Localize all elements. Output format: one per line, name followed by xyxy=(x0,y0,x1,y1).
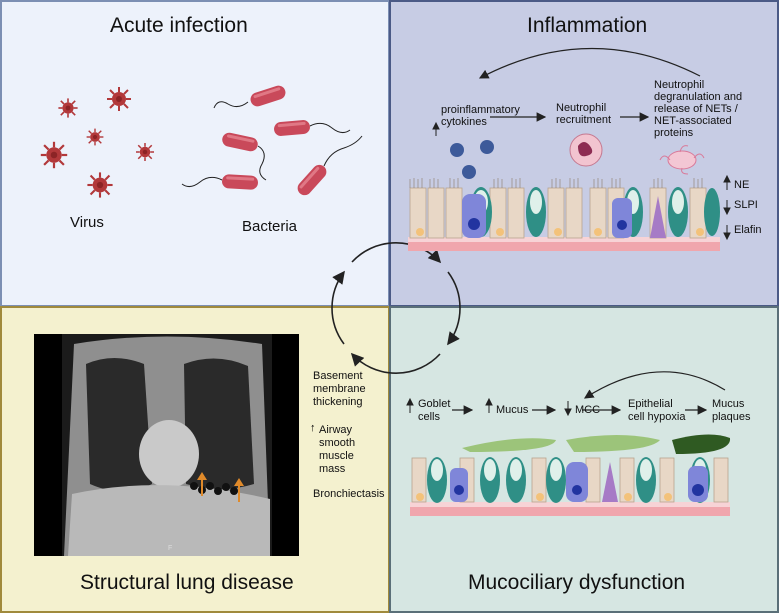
mucociliary-flow-arrows xyxy=(452,371,726,415)
neutrophil-icon xyxy=(569,133,603,167)
proinflammatory-cytokines-label: proinflammatory cytokines xyxy=(441,104,520,128)
acute-infection-title: Acute infection xyxy=(110,14,248,37)
basement-membrane-label: Basement membrane thickening xyxy=(313,370,366,408)
ct-scan-image: F xyxy=(34,334,299,556)
mucociliary-up-down-arrows xyxy=(406,397,572,417)
airway-smooth-muscle-label: Airway smooth muscle mass xyxy=(319,424,356,475)
ne-marker: NE xyxy=(734,179,750,191)
virus-icon xyxy=(39,140,69,170)
mucus-plaque xyxy=(672,434,731,454)
airway-epithelium xyxy=(408,178,720,251)
marker-arrows xyxy=(432,121,731,241)
cycle-arrows xyxy=(331,241,461,375)
acute-infection-panel xyxy=(0,0,390,307)
mucociliary-dysfunction-title: Mucociliary dysfunction xyxy=(468,571,686,594)
mcc-label: MCC xyxy=(575,404,601,416)
goblet-cells-label: Goblet cells xyxy=(418,398,451,423)
structural-lung-disease-title: Structural lung disease xyxy=(80,571,294,594)
mucus-plaques-label: Mucus plaques xyxy=(712,398,751,423)
virus-icon xyxy=(86,171,114,199)
virus-label: Virus xyxy=(70,214,104,231)
cytokine-icon xyxy=(450,140,494,179)
virus-icon xyxy=(106,86,132,112)
bacteria-icon xyxy=(273,119,351,137)
mucus-layer xyxy=(462,438,556,452)
neutrophil-degranulation-label: Neutrophil degranulation and release of … xyxy=(654,79,743,139)
virus-icon xyxy=(135,142,155,162)
slpi-marker: SLPI xyxy=(734,199,758,211)
elafin-marker: Elafin xyxy=(734,224,762,236)
airway-epithelium-mucociliary xyxy=(410,457,730,516)
bacteria-icon xyxy=(213,83,288,109)
inflammation-flow-arrows xyxy=(478,47,701,122)
net-icon xyxy=(659,145,705,175)
inflammation-title: Inflammation xyxy=(527,14,648,37)
mucus-label: Mucus xyxy=(496,404,529,416)
virus-icon xyxy=(85,127,105,147)
bacteria-icon xyxy=(181,174,259,190)
up-arrow-icon: ↑ xyxy=(310,422,316,434)
ct-letter: F xyxy=(168,545,173,552)
bacteria-icon xyxy=(294,135,363,199)
neutrophil-recruitment-label: Neutrophil recruitment xyxy=(556,102,612,126)
mucus-layer xyxy=(566,435,660,452)
epithelial-hypoxia-label: Epithelial cell hypoxia xyxy=(628,398,686,423)
bacteria-icon xyxy=(220,131,267,181)
bronchiectasis-label: Bronchiectasis xyxy=(313,488,385,500)
bacteria-label: Bacteria xyxy=(242,218,298,235)
virus-icon xyxy=(57,97,79,119)
